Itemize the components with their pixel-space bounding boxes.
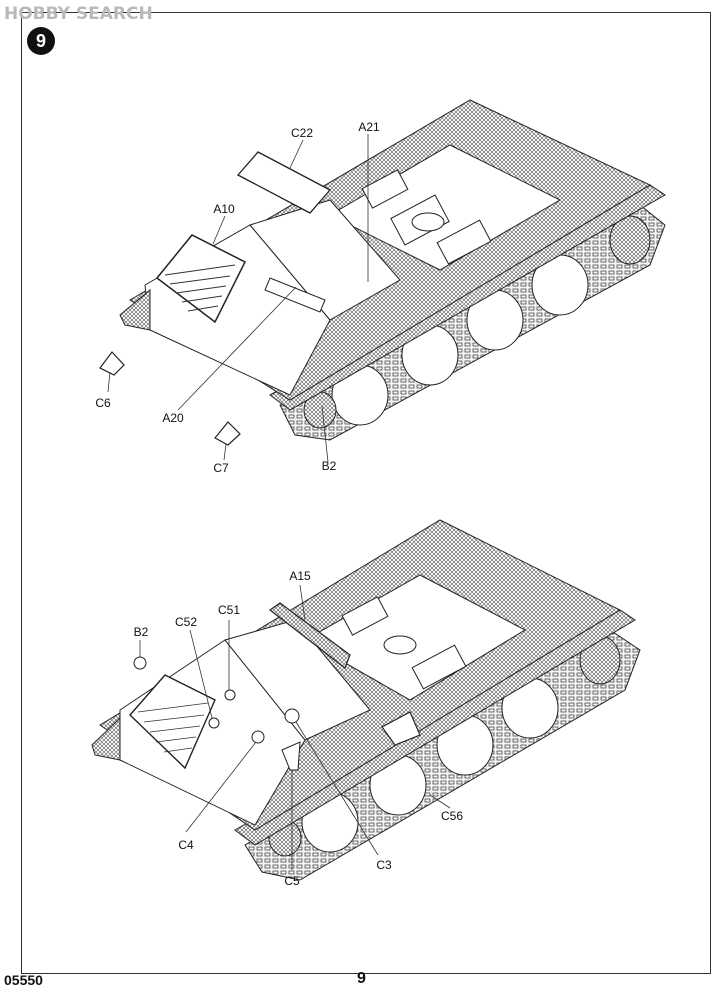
step-number-badge: 9 <box>27 27 55 55</box>
part-label-c4: C4 <box>178 838 194 852</box>
part-label-b2-bottom: B2 <box>133 625 149 639</box>
part-label-c3: C3 <box>376 858 392 872</box>
bottom-road-wheels <box>268 635 621 857</box>
part-label-a20: A20 <box>162 411 184 425</box>
top-vehicle-drawing <box>99 99 666 446</box>
part-label-a10: A10 <box>213 202 235 216</box>
part-label-c56: C56 <box>440 809 464 823</box>
page-border <box>21 12 711 974</box>
bottom-vehicle-drawing <box>91 519 641 881</box>
part-label-a21: A21 <box>358 120 380 134</box>
product-code: 05550 <box>4 972 43 988</box>
part-label-a15: A15 <box>289 569 311 583</box>
page-number: 9 <box>357 970 366 987</box>
part-label-c5: C5 <box>284 874 300 888</box>
top-leader-lines <box>107 134 369 463</box>
bottom-leader-lines <box>139 584 451 870</box>
part-label-c51: C51 <box>217 603 241 617</box>
top-road-wheels <box>303 215 651 429</box>
part-label-b2-top: B2 <box>321 459 337 473</box>
part-label-c7: C7 <box>213 461 229 475</box>
hobby-search-watermark: HOBBY SEARCH <box>4 4 153 24</box>
part-label-c22: C22 <box>290 126 314 140</box>
part-label-c52: C52 <box>174 615 198 629</box>
part-label-c6: C6 <box>95 396 111 410</box>
